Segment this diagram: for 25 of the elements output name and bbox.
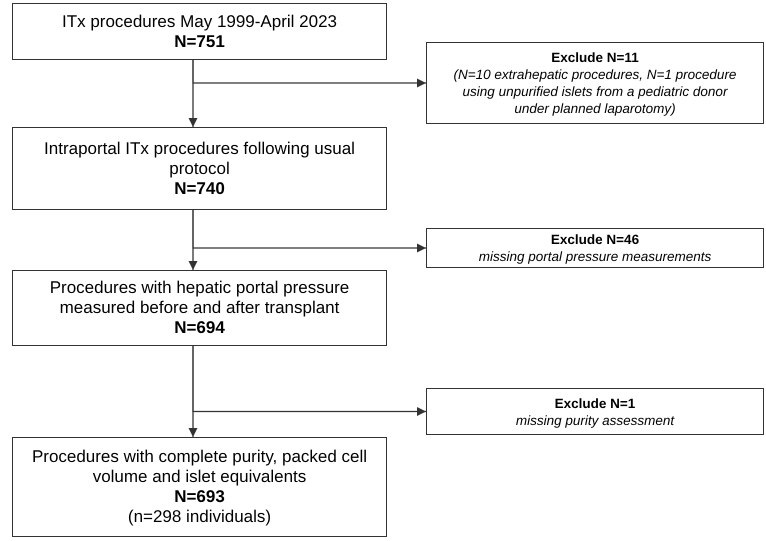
process-box (12, 3, 387, 60)
box-text: missing portal pressure measurements (478, 248, 712, 265)
exclusion-box (426, 228, 764, 268)
box-text: (N=10 extrahepatic procedures, N=1 procedure using unpurified islets from a pediatric donor under planned laparotomy) (452, 66, 738, 117)
box-text: Procedures with complete purity, packed cell volume and islet equivalents (30, 447, 368, 487)
arrow (192, 60, 426, 88)
arrow (192, 210, 426, 253)
process-box (12, 127, 387, 210)
box-text: Intraportal ITx procedures following usual protocol (43, 138, 356, 178)
exclusion-box (426, 388, 764, 435)
exclusion-box (426, 42, 764, 124)
process-box (12, 270, 387, 346)
box-text: N=693 (174, 487, 225, 507)
arrow (192, 346, 426, 416)
box-text: Procedures with hepatic portal pressure measured before and after transplant (48, 278, 350, 318)
box-text: ITx procedures May 1999-April 2023 (62, 12, 337, 32)
box-text: N=740 (174, 178, 225, 198)
box-text: N=751 (174, 32, 225, 52)
box-text: N=694 (174, 318, 225, 338)
process-box (12, 437, 387, 537)
box-text: Exclude N=46 (550, 231, 640, 248)
box-text: missing purity assessment (516, 412, 674, 428)
box-text: Exclude N=11 (551, 49, 639, 66)
box-text: Exclude N=1 (554, 394, 636, 412)
box-text: (n=298 individuals) (128, 507, 272, 527)
